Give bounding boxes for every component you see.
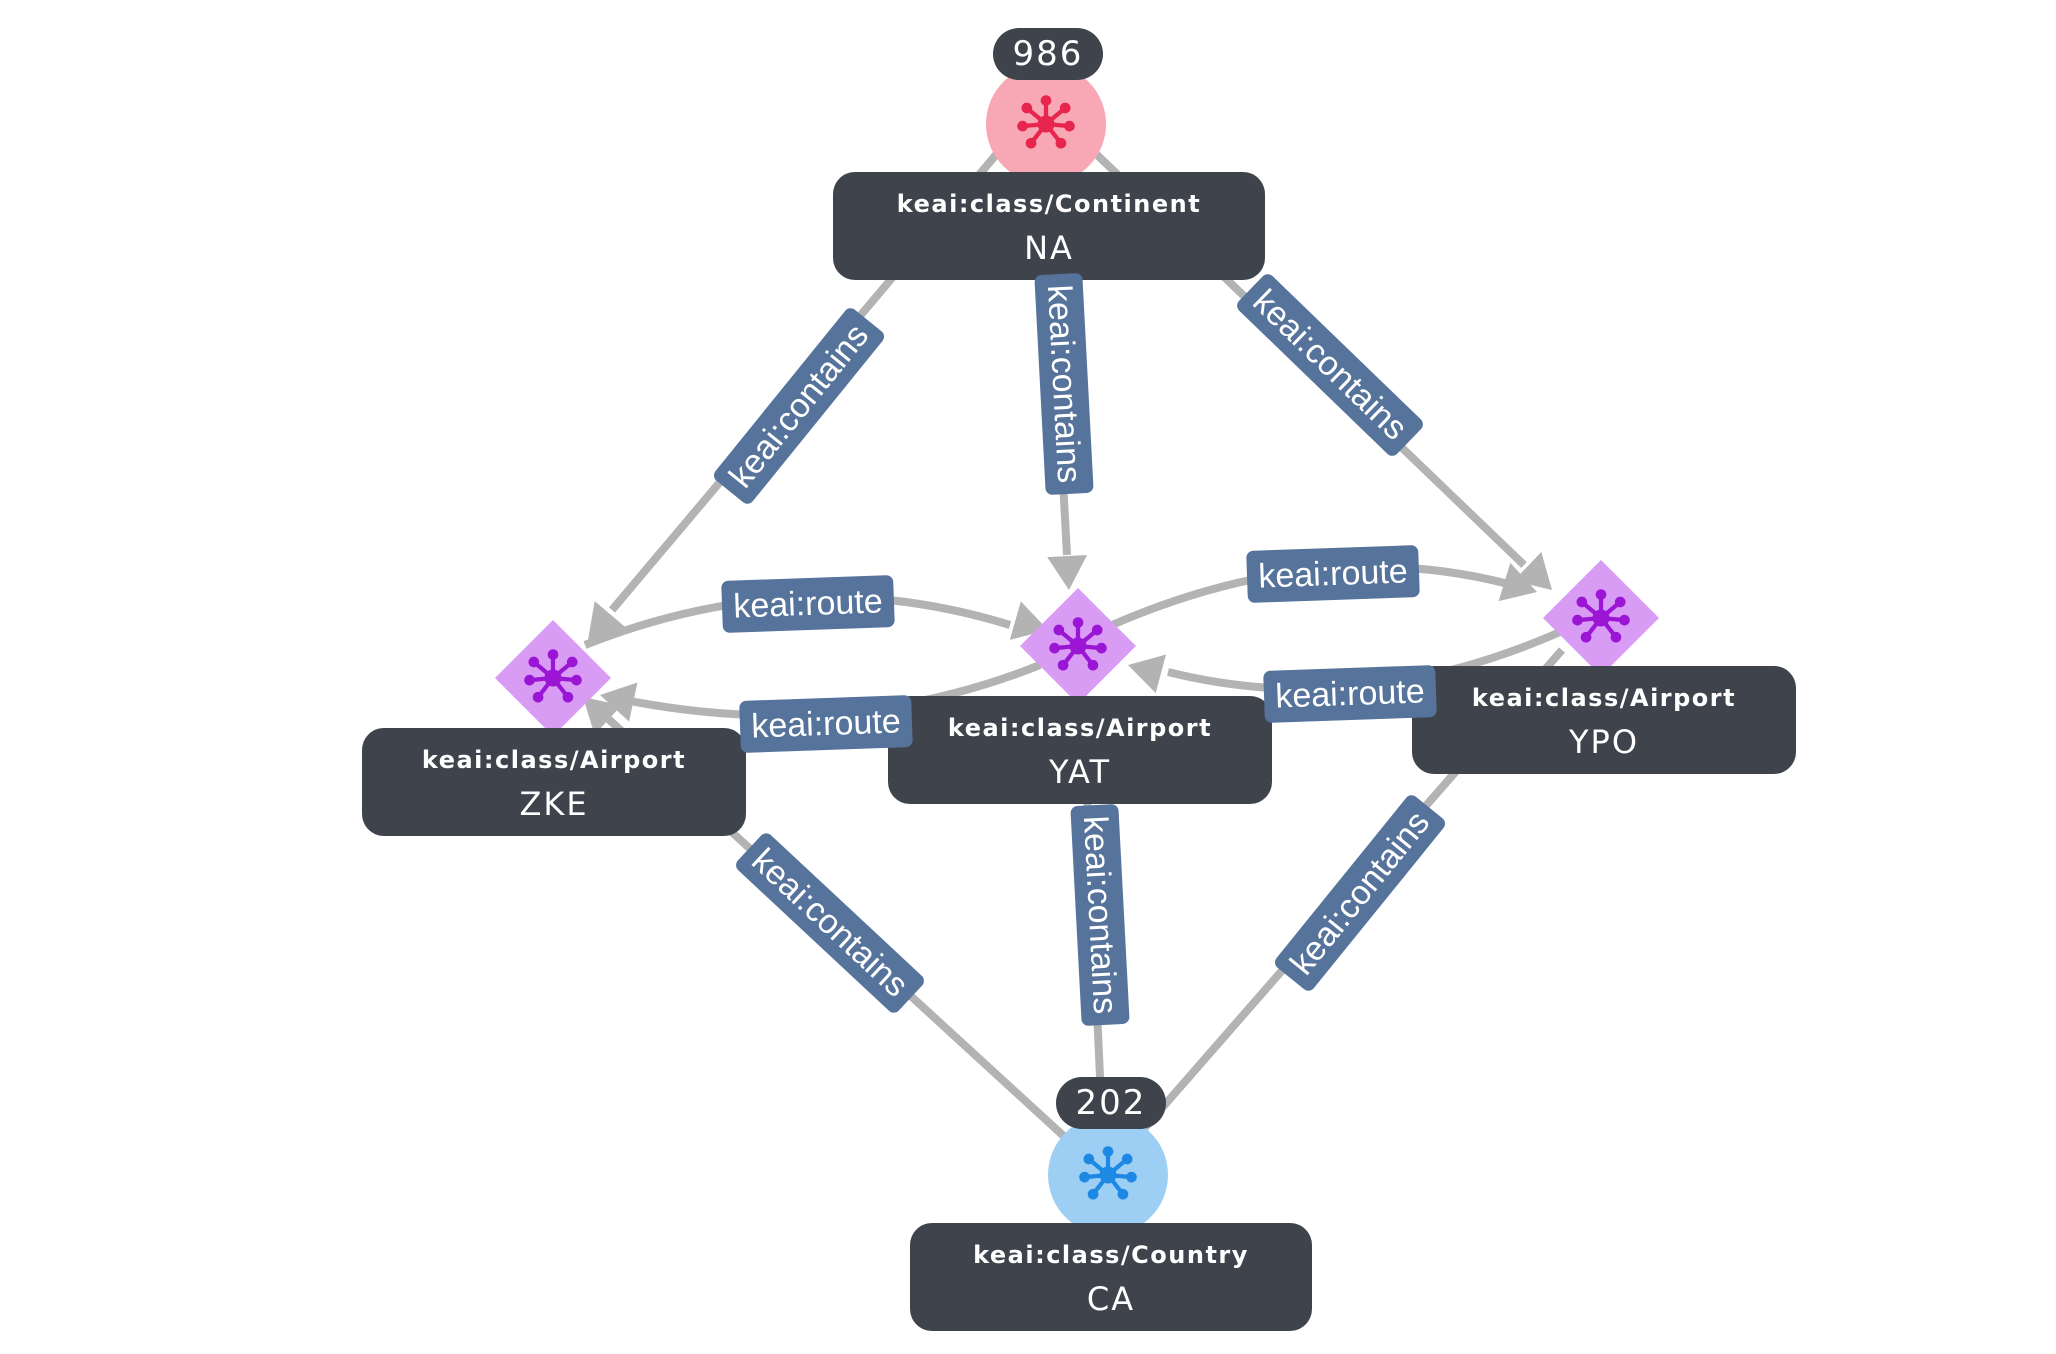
edge-label-ca-zke[interactable]: keai:contains [733,830,927,1015]
node-class-label: keai:class/Country [973,1241,1249,1269]
node-id-label: NA [1024,229,1074,267]
node-ypo-shape[interactable] [1543,560,1659,676]
node-id-label: YPO [1568,723,1639,761]
node-na-shape[interactable] [986,64,1106,184]
node-ca-shape[interactable] [1048,1115,1168,1235]
edge-label-ypo-yat[interactable]: keai:route [1263,665,1437,723]
node-na-card[interactable]: keai:class/Continent NA [833,172,1265,280]
arrowhead-zke-from-ca [583,697,622,735]
node-yat-card[interactable]: keai:class/Airport YAT [888,696,1272,804]
edge-label-na-yat[interactable]: keai:contains [1034,273,1094,495]
node-ca-card[interactable]: keai:class/Country CA [910,1223,1312,1331]
node-class-label: keai:class/Airport [948,714,1212,742]
node-na-count-badge: 986 [993,28,1103,80]
edge-label-text: keai:contains [722,317,876,495]
edge-label-text: keai:route [1258,552,1409,595]
edge-label-text: keai:contains [744,841,915,1004]
arrowhead-zke-from-na [588,601,626,640]
node-ypo-card[interactable]: keai:class/Airport YPO [1412,666,1796,774]
node-class-label: keai:class/Airport [422,746,686,774]
edge-label-text: keai:route [751,702,902,745]
count-badges: 986 202 [993,28,1166,1129]
edge-label-na-zke[interactable]: keai:contains [711,305,887,506]
edge-label-yat-ypo[interactable]: keai:route [1246,545,1420,603]
arrowhead-ypo-from-route-yat [1498,562,1537,602]
edge-label-na-ypo[interactable]: keai:contains [1234,271,1426,458]
edge-label-zke-yat[interactable]: keai:route [721,575,895,633]
node-id-label: YAT [1048,753,1111,791]
node-id-label: CA [1087,1280,1135,1318]
edge-label-ca-yat[interactable]: keai:contains [1070,804,1130,1026]
edge-label-text: keai:route [1275,672,1426,715]
edge-arrowheads [583,552,1552,735]
node-zke-card[interactable]: keai:class/Airport ZKE [362,728,746,836]
edge-label-text: keai:contains [1245,282,1414,447]
arrowhead-yat-from-route-ypo [1128,654,1167,694]
node-class-label: keai:class/Continent [897,190,1201,218]
edge-label-yat-zke[interactable]: keai:route [739,695,913,753]
count-badge-label: 986 [1013,34,1084,74]
node-yat-shape[interactable] [1020,588,1136,704]
node-cards: keai:class/Continent NA keai:class/Airpo… [362,172,1796,1331]
edge-label-text: keai:route [733,582,884,625]
edge-label-text: keai:contains [1283,804,1437,982]
node-class-label: keai:class/Airport [1472,684,1736,712]
node-id-label: ZKE [519,785,588,823]
arrowhead-zke-from-route-yat [600,682,638,722]
count-badge-label: 202 [1076,1083,1147,1123]
arrowhead-yat-from-na [1047,554,1088,590]
node-ca-count-badge: 202 [1056,1077,1166,1129]
edge-label-ca-ypo[interactable]: keai:contains [1272,792,1448,993]
